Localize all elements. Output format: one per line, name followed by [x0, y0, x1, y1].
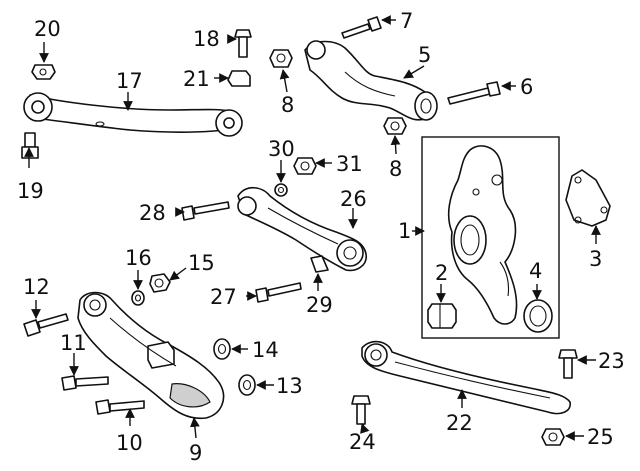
callout-5: 5 [418, 43, 431, 67]
knuckle-box-1 [421, 136, 560, 339]
nut-25 [541, 428, 565, 446]
callout-20: 20 [34, 17, 61, 41]
leader-arrows [24, 15, 601, 441]
callout-14: 14 [252, 338, 279, 362]
shield-plate-3 [565, 169, 611, 227]
callout-2: 2 [435, 261, 448, 285]
callout-8-lower: 8 [389, 157, 402, 181]
callout-19: 19 [17, 179, 44, 203]
bushing-4 [523, 299, 553, 333]
callout-4: 4 [529, 259, 542, 283]
callout-10: 10 [116, 431, 143, 455]
upper-link-arm-5 [304, 40, 438, 121]
callout-17: 17 [116, 69, 143, 93]
callout-24: 24 [349, 430, 376, 454]
callout-13: 13 [276, 374, 303, 398]
bolt-11 [61, 375, 109, 391]
bolt-24 [351, 395, 371, 425]
nut-8-upper [269, 49, 293, 68]
bolt-7 [341, 16, 382, 39]
bolt-19 [21, 132, 39, 159]
callout-31: 31 [336, 152, 363, 176]
bolt-12 [23, 313, 69, 337]
washer-16 [131, 290, 145, 306]
callout-22: 22 [446, 411, 473, 435]
bolt-6 [447, 81, 501, 105]
bolt-28 [181, 201, 230, 221]
bushing-14 [213, 338, 231, 360]
callout-28: 28 [139, 201, 166, 225]
bolt-23 [558, 349, 578, 379]
nut-31 [293, 157, 317, 175]
callout-21: 21 [183, 67, 210, 91]
bushing-21 [227, 70, 251, 87]
callout-25: 25 [587, 425, 614, 449]
callout-27: 27 [210, 285, 237, 309]
lower-control-arm-9 [77, 291, 225, 420]
nut-8-lower [383, 117, 407, 135]
callout-29: 29 [306, 293, 333, 317]
bolt-10 [95, 399, 145, 415]
callout-labels: 20 17 19 18 21 8 7 5 6 8 1 2 4 3 30 31 2… [17, 9, 625, 465]
bushing-2 [427, 303, 457, 329]
bushing-13 [238, 374, 256, 396]
callout-16: 16 [125, 246, 152, 270]
callout-15: 15 [188, 251, 215, 275]
bolt-27 [255, 282, 302, 303]
callout-18: 18 [193, 27, 220, 51]
callout-12: 12 [23, 275, 50, 299]
lower-link-22 [361, 340, 571, 415]
callout-7: 7 [400, 9, 413, 33]
toe-link-26 [237, 186, 367, 272]
callout-26: 26 [340, 187, 367, 211]
callout-8-upper: 8 [281, 93, 294, 117]
washer-30 [274, 183, 288, 197]
clip-29 [310, 255, 329, 273]
nut-20 [31, 64, 56, 80]
callout-1: 1 [398, 219, 411, 243]
callout-3: 3 [589, 247, 602, 271]
callout-6: 6 [520, 75, 533, 99]
callout-11: 11 [60, 331, 87, 355]
bolt-18 [234, 29, 252, 58]
callout-23: 23 [598, 349, 625, 373]
upper-control-arm-17 [23, 92, 243, 137]
callout-30: 30 [268, 137, 295, 161]
nut-15 [149, 273, 171, 293]
callout-9: 9 [189, 441, 202, 465]
